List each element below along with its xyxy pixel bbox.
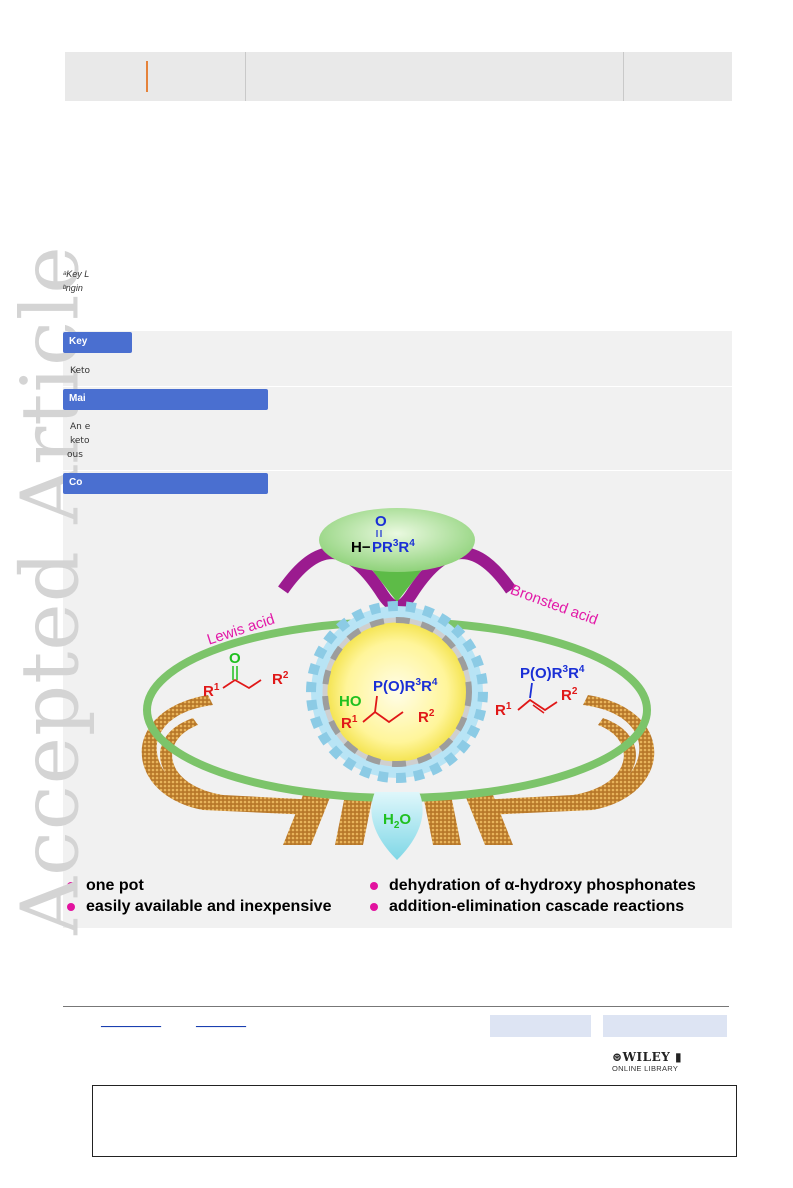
header-accent-line [146, 61, 148, 92]
center-phos: P(O)R [373, 678, 416, 695]
ketone-r2: R [272, 671, 283, 688]
header-bar [65, 52, 732, 101]
wiley-book-icon: ▮ [670, 1050, 683, 1064]
svg-text:H2O: H2O [383, 811, 411, 831]
center-phos-r4: R [421, 678, 432, 695]
svg-text:P(O)R3R4: P(O)R3R4 [373, 677, 438, 695]
svg-text:PR3R4: PR3R4 [372, 538, 415, 556]
bronsted-acid-label: Bronsted acid [508, 581, 600, 628]
center-r1-sup: 1 [352, 714, 358, 725]
center-phos-sup4: 4 [432, 677, 438, 688]
notice-box [92, 1085, 737, 1157]
footer-rule [63, 1006, 729, 1007]
product-phos: P(O)R [520, 665, 563, 682]
footer-link-1[interactable]: ____________ [101, 1017, 162, 1027]
list-item: addition-elimination cascade reactions [370, 898, 684, 916]
center-r2-sup: 2 [429, 708, 435, 719]
header-column-middle [246, 52, 624, 101]
product-r1: R [495, 702, 506, 719]
section-text-line: An e [70, 422, 91, 432]
product-phos-r4: R [568, 665, 579, 682]
section-text-line: Keto [70, 366, 91, 376]
ketone-structure: O R1 R2 [203, 650, 289, 700]
section-text-line: keto [70, 436, 90, 446]
reagent-r3-sup: 3 [393, 538, 399, 549]
product-r2: R [561, 687, 572, 704]
vinyl-phosphonate-structure: P(O)R3R4 R1 R2 [495, 664, 585, 719]
product-r1-sup: 1 [506, 701, 512, 712]
svg-text:P(O)R3R4: P(O)R3R4 [520, 664, 585, 682]
svg-text:R1: R1 [495, 701, 512, 719]
wiley-seal-icon: ⊛ [612, 1050, 623, 1064]
water-o: O [399, 811, 411, 828]
reagent-oxygen: O [375, 513, 387, 530]
bullet-dot-icon [67, 903, 75, 911]
center-phos-sup3: 3 [416, 677, 422, 688]
wiley-sub: ONLINE LIBRARY [612, 1064, 679, 1073]
reagent-r4: R [398, 539, 409, 556]
product-phos-sup3: 3 [563, 664, 569, 675]
svg-text:R2: R2 [418, 708, 435, 726]
bullet-dot-icon [67, 882, 75, 890]
reagent-p: P [372, 539, 382, 556]
hydroxy-phosphonate-structure: P(O)R3R4 HO R1 R2 [339, 677, 438, 732]
key-line-1: ᵃKey L [63, 269, 90, 279]
center-r2: R [418, 709, 429, 726]
key-line-2: ᵇngin [63, 283, 83, 293]
catalyst-pores [322, 617, 472, 767]
section-divider [63, 470, 732, 471]
bullet-dot-icon [370, 903, 378, 911]
center-ho: HO [339, 693, 362, 710]
reagent-prefix: H− [351, 539, 371, 556]
reagent-r4-sup: 4 [409, 538, 415, 549]
section-divider [63, 386, 732, 387]
footer-field-2 [603, 1015, 727, 1037]
footer-field-1 [490, 1015, 591, 1037]
highlights-list: one pot easily available and inexpensive… [63, 874, 732, 928]
water-h: H [383, 811, 394, 828]
section-header-conclusion: Co [63, 473, 268, 494]
graphical-abstract: O H− PR3R4 Lewis acid Bronsted acid O R1… [141, 508, 655, 860]
svg-text:R1: R1 [341, 714, 358, 732]
catalyst-support [141, 695, 655, 845]
header-column-left [65, 52, 246, 101]
reagent-r3: R [382, 539, 393, 556]
water-sub: 2 [394, 820, 400, 831]
ketone-r1: R [203, 683, 214, 700]
section-header-main: Mai [63, 389, 268, 410]
footer-link-2[interactable]: __________ [196, 1017, 247, 1027]
bullet-dot-icon [370, 882, 378, 890]
product-phos-sup4: 4 [579, 664, 585, 675]
wiley-brand: ⊛WILEY ▮ [612, 1050, 683, 1064]
svg-text:R2: R2 [561, 686, 578, 704]
product-r2-sup: 2 [572, 686, 578, 697]
section-text-line: ous [67, 450, 83, 460]
svg-text:R1: R1 [203, 682, 220, 700]
list-item: easily available and inexpensive [67, 898, 331, 916]
reagent-cap [319, 508, 475, 572]
ketone-oxygen: O [229, 650, 241, 667]
ketone-r1-sup: 1 [214, 682, 220, 693]
wiley-logo: ⊛WILEY ▮ ONLINE LIBRARY [612, 1050, 682, 1073]
section-header-key: Key [63, 332, 132, 353]
ketone-r2-sup: 2 [283, 670, 289, 681]
water-droplet [371, 792, 423, 860]
list-item: one pot [67, 877, 144, 895]
list-item: dehydration of α-hydroxy phosphonates [370, 877, 696, 895]
svg-text:R2: R2 [272, 670, 289, 688]
center-r1: R [341, 715, 352, 732]
